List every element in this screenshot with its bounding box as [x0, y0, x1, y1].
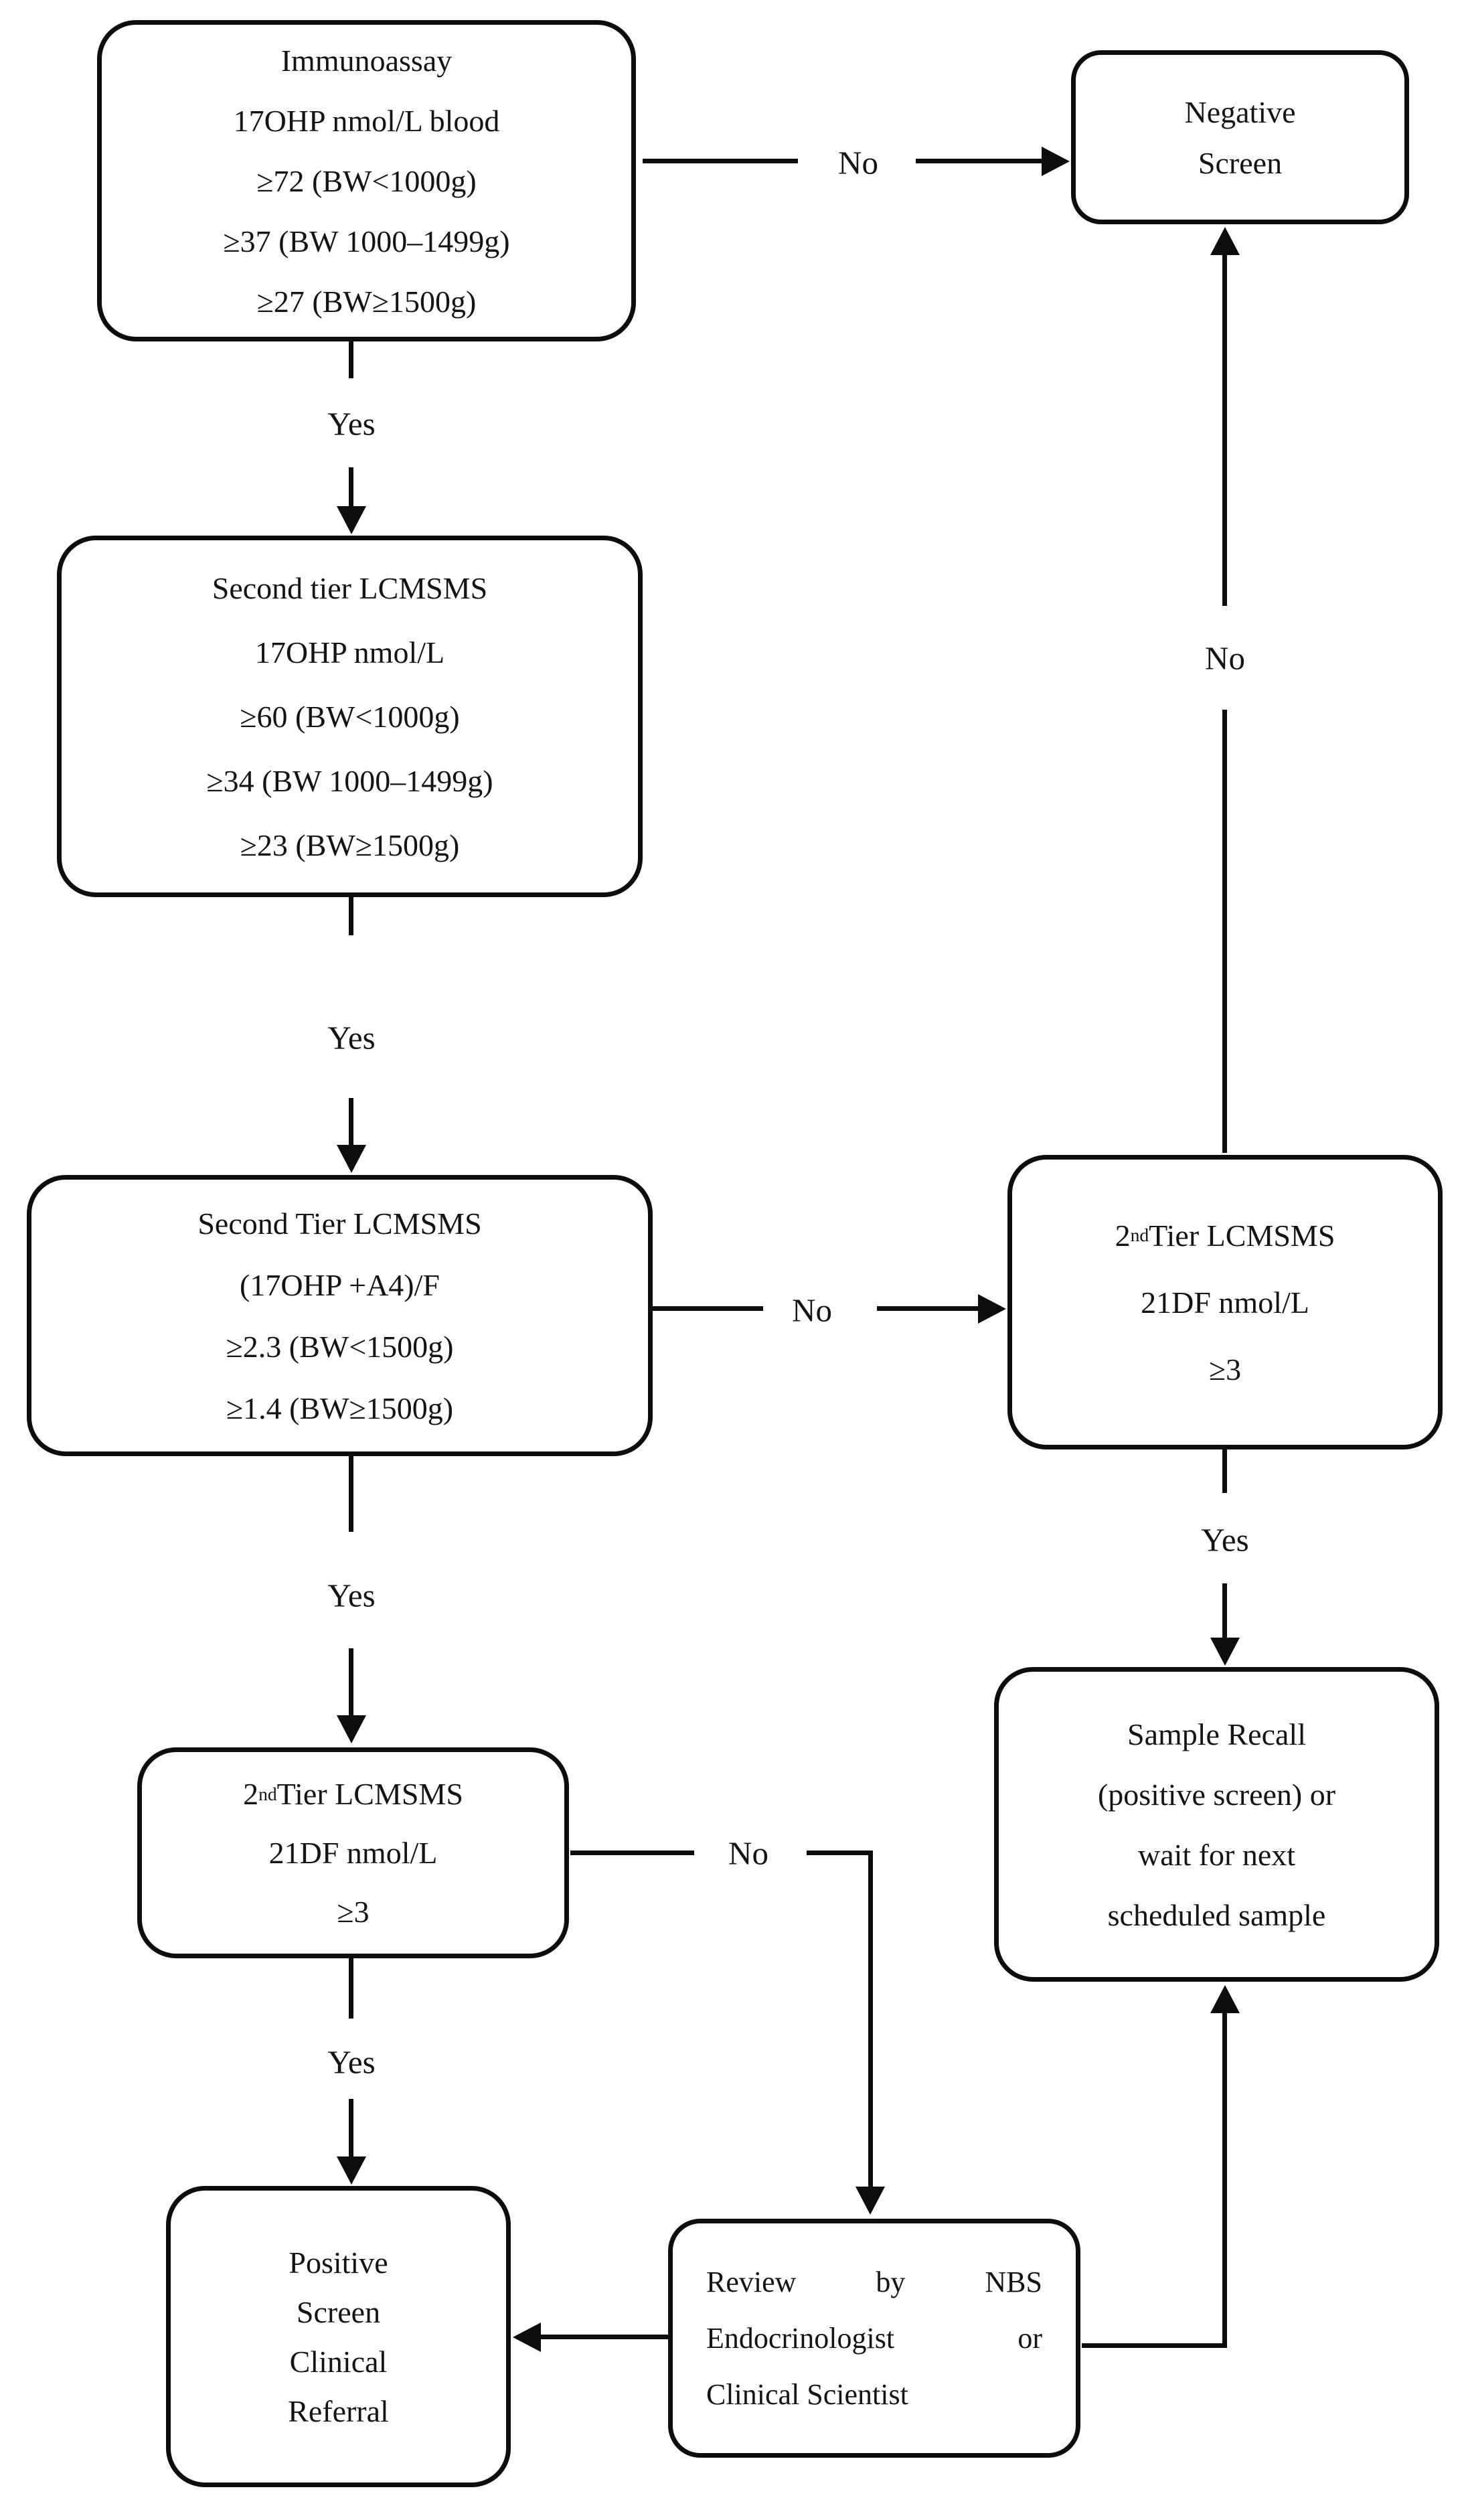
- node-sample-recall: Sample Recall (positive screen) or wait …: [994, 1667, 1439, 1982]
- connector-left21df-review-1: [570, 1850, 694, 1855]
- box-line: 17OHP nmol/L blood: [233, 103, 500, 138]
- connector-right21df-recall-stub: [1222, 1448, 1227, 1493]
- box-line: (positive screen) or: [1097, 1777, 1336, 1812]
- box-line-text: 2: [1115, 1218, 1131, 1253]
- box-line: ≥23 (BW≥1500g): [240, 828, 460, 862]
- connector-immunoassay-negative-2: [916, 159, 1044, 163]
- edge-label-yes-2: Yes: [327, 1019, 376, 1056]
- box-line: ≥37 (BW 1000–1499g): [223, 224, 510, 258]
- box-line-text: NBS: [985, 2266, 1042, 2298]
- connector-immunoassay-secondtier-line: [349, 467, 353, 509]
- arrowhead-into-second-tier: [337, 506, 366, 534]
- connector-left21df-review-elbow: [868, 1850, 873, 2188]
- box-line: 21DF nmol/L: [268, 1836, 438, 1870]
- node-second-tier-lcmsms: Second tier LCMSMS 17OHP nmol/L ≥60 (BW<…: [57, 536, 643, 897]
- box-line: Screen: [296, 2294, 381, 2329]
- arrowhead-into-review: [856, 2187, 885, 2215]
- box-line: Second Tier LCMSMS: [197, 1206, 482, 1241]
- connector-right21df-recall-line: [1222, 1583, 1227, 1640]
- box-line: 21DF nmol/L: [1141, 1285, 1309, 1320]
- edge-label-yes-4: Yes: [327, 2043, 376, 2081]
- node-review: Review by NBS Endocrinologist or Clinica…: [668, 2219, 1080, 2458]
- box-line: Clinical: [289, 2344, 388, 2379]
- box-line: Negative: [1184, 94, 1296, 129]
- connector-left21df-positive-stub: [349, 1956, 353, 2019]
- node-immunoassay: Immunoassay 17OHP nmol/L blood ≥72 (BW<1…: [97, 20, 636, 341]
- connector-ratio-right21df-2: [877, 1306, 981, 1311]
- box-line-text: Review: [706, 2266, 797, 2298]
- box-line: Immunoassay: [280, 43, 453, 78]
- box-line-text: 2: [243, 1777, 259, 1811]
- edge-label-yes-3: Yes: [327, 1577, 376, 1614]
- box-line: ≥3: [337, 1895, 370, 1929]
- box-line: ≥1.4 (BW≥1500g): [226, 1391, 454, 1425]
- connector-right21df-negative-top: [1222, 254, 1227, 606]
- box-line: ≥72 (BW<1000g): [256, 163, 477, 198]
- connector-right21df-negative-bottom: [1222, 710, 1227, 1153]
- box-line: ≥60 (BW<1000g): [240, 699, 460, 734]
- arrowhead-into-sample-recall-bottom: [1210, 1985, 1240, 2013]
- box-line: Sample Recall: [1127, 1717, 1306, 1751]
- connector-review-recall-v: [1222, 2011, 1227, 2348]
- arrowhead-into-ratio: [337, 1145, 366, 1173]
- node-negative-screen: Negative Screen: [1071, 50, 1409, 224]
- connector-ratio-right21df-1: [653, 1306, 763, 1311]
- box-line: Screen: [1198, 145, 1283, 180]
- box-line: ≥34 (BW 1000–1499g): [206, 763, 493, 798]
- connector-review-recall-h: [1082, 2343, 1226, 2348]
- node-second-tier-ratio: Second Tier LCMSMS (17OHP +A4)/F ≥2.3 (B…: [27, 1175, 653, 1456]
- box-line: Clinical Scientist: [706, 2378, 908, 2411]
- box-line: Review by NBS: [673, 2254, 1076, 2310]
- box-line: wait for next: [1137, 1837, 1296, 1872]
- box-line-text: Tier LCMSMS: [276, 1777, 463, 1811]
- box-line: ≥27 (BW≥1500g): [256, 284, 477, 319]
- box-line: Endocrinologist or: [673, 2310, 1076, 2367]
- arrowhead-into-left-21df: [337, 1715, 366, 1743]
- edge-label-no-left21df: No: [728, 1834, 768, 1872]
- edge-label-no-mid: No: [792, 1291, 832, 1329]
- arrowhead-into-negative-screen-bottom: [1210, 227, 1240, 255]
- box-line-text: Endocrinologist: [706, 2322, 895, 2355]
- box-line: (17OHP +A4)/F: [240, 1267, 440, 1302]
- box-line-text: or: [1017, 2322, 1042, 2355]
- connector-left21df-review-2: [807, 1850, 873, 1855]
- box-line: Referral: [288, 2393, 389, 2428]
- box-line: Second tier LCMSMS: [212, 570, 488, 605]
- arrowhead-into-sample-recall: [1210, 1638, 1240, 1666]
- arrowhead-into-right-21df: [978, 1294, 1006, 1324]
- edge-label-yes-1: Yes: [327, 405, 376, 443]
- edge-label-no-top: No: [838, 144, 878, 181]
- box-line: scheduled sample: [1107, 1897, 1326, 1932]
- box-line: 17OHP nmol/L: [254, 635, 445, 670]
- connector-ratio-left21df-line: [349, 1648, 353, 1717]
- node-positive-screen: Positive Screen Clinical Referral: [166, 2186, 511, 2487]
- arrowhead-into-positive-screen-right: [513, 2322, 541, 2352]
- edge-label-no-right: No: [1205, 639, 1245, 677]
- connector-left21df-positive-line: [349, 2099, 353, 2159]
- connector-ratio-left21df-stub: [349, 1454, 353, 1532]
- box-line: ≥3: [1208, 1352, 1242, 1387]
- box-line: Positive: [289, 2245, 388, 2280]
- connector-immunoassay-negative-1: [643, 159, 798, 163]
- connector-immunoassay-secondtier-stub: [349, 340, 353, 378]
- connector-secondtier-ratio-line: [349, 1098, 353, 1148]
- edge-label-yes-right: Yes: [1201, 1521, 1249, 1559]
- connector-review-positive: [540, 2335, 668, 2339]
- box-line-text: by: [876, 2266, 906, 2298]
- connector-secondtier-ratio-stub: [349, 897, 353, 935]
- box-line: ≥2.3 (BW<1500g): [226, 1329, 454, 1364]
- box-line-text: Tier LCMSMS: [1149, 1218, 1335, 1253]
- arrowhead-into-negative-screen: [1042, 147, 1070, 176]
- arrowhead-into-positive-screen: [337, 2156, 366, 2185]
